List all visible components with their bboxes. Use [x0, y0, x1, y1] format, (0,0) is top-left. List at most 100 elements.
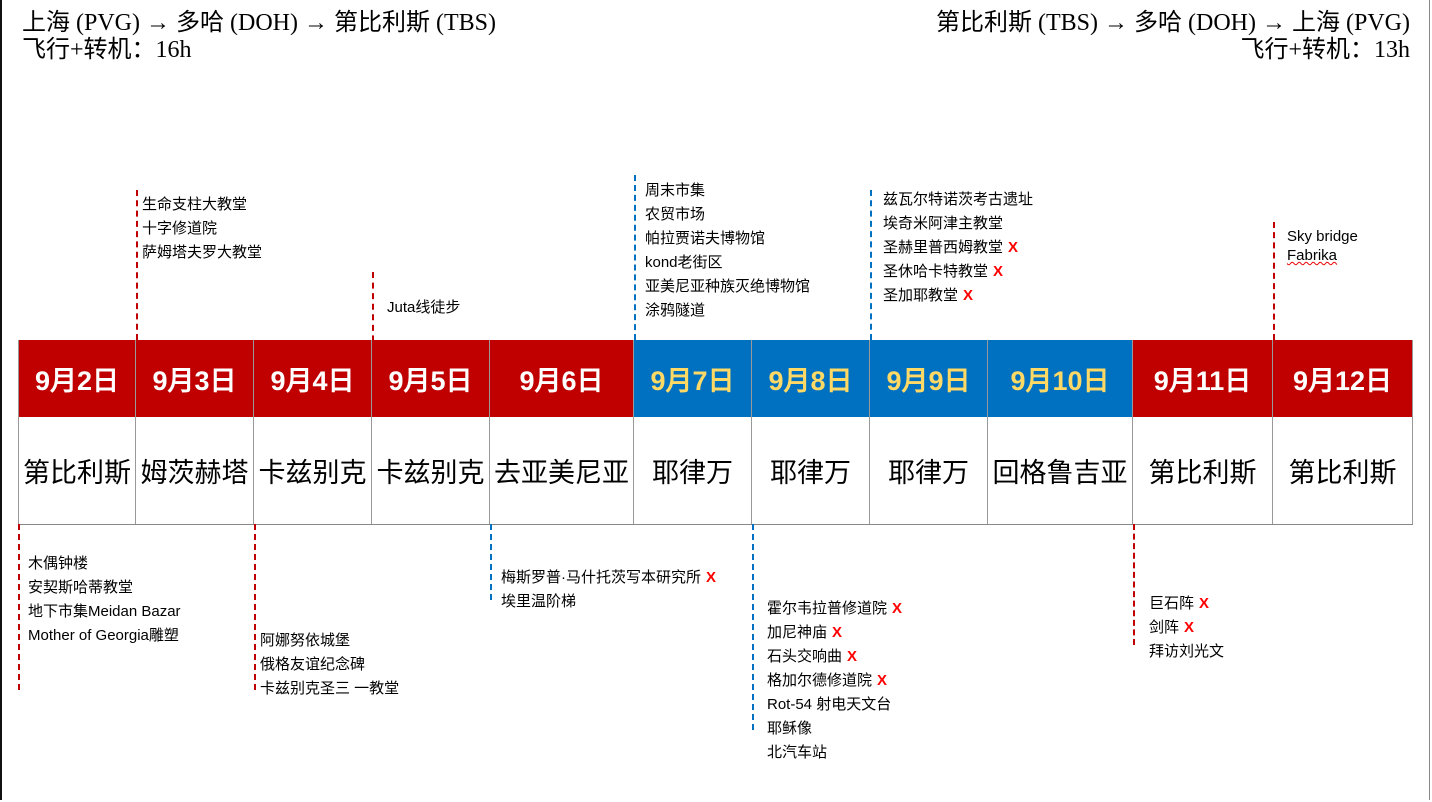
activity-name: 周末市集	[645, 182, 706, 199]
activity-list-top: Juta线徒步	[387, 296, 460, 320]
activity-name: 十字修道院	[142, 220, 218, 237]
connector-dashed-line	[490, 524, 492, 600]
activity-item: 埃奇米阿津主教堂	[883, 212, 1033, 236]
activity-name: kond老街区	[645, 254, 723, 271]
return-flight: 第比利斯 (TBS) → 多哈 (DOH) → 上海 (PVG) 飞行+转机：1…	[936, 10, 1410, 64]
cancelled-x-mark: X	[1199, 595, 1210, 612]
activity-item: 埃里温阶梯	[501, 590, 716, 614]
outbound-flight: 上海 (PVG) → 多哈 (DOH) → 第比利斯 (TBS) 飞行+转机：1…	[22, 10, 496, 64]
date-cell: 9月8日	[752, 340, 870, 417]
date-cell: 9月5日	[372, 340, 490, 417]
activity-name: Rot-54 射电天文台	[767, 696, 892, 713]
activity-item: 农贸市场	[645, 203, 810, 227]
activity-item: Rot-54 射电天文台	[767, 693, 902, 717]
activity-item: 十字修道院	[142, 217, 262, 241]
cancelled-x-mark: X	[892, 600, 903, 617]
date-cell: 9月4日	[254, 340, 372, 417]
connector-dashed-line	[752, 524, 754, 730]
activity-name: 拜访刘光文	[1149, 643, 1225, 660]
activity-item: 阿娜努依城堡	[260, 629, 399, 653]
cancelled-x-mark: X	[993, 263, 1004, 280]
activity-name: 埃里温阶梯	[501, 593, 577, 610]
cancelled-x-mark: X	[832, 624, 843, 641]
activity-item: 拜访刘光文	[1149, 640, 1224, 664]
connector-dashed-line	[136, 190, 138, 340]
date-cell: 9月7日	[634, 340, 752, 417]
activity-item: 木偶钟楼	[28, 552, 181, 576]
activity-name: Mother of Georgia雕塑	[28, 627, 179, 644]
activity-item: 安契斯哈蒂教堂	[28, 576, 181, 600]
return-route: 第比利斯 (TBS) → 多哈 (DOH) → 上海 (PVG)	[936, 10, 1410, 36]
activity-name: 北汽车站	[767, 744, 828, 761]
activity-name: 剑阵	[1149, 619, 1180, 636]
activity-name: 加尼神庙	[767, 624, 828, 641]
city-cell: 第比利斯	[18, 417, 136, 524]
activity-name: 帕拉贾诺夫博物馆	[645, 230, 766, 247]
activity-name: 亚美尼亚种族灭绝博物馆	[645, 278, 811, 295]
connector-dashed-line	[18, 524, 20, 690]
cancelled-x-mark: X	[847, 648, 858, 665]
activity-name: 木偶钟楼	[28, 555, 89, 572]
activity-name: Sky bridge	[1287, 228, 1358, 245]
activity-item: 地下市集Meidan Bazar	[28, 600, 181, 624]
date-cell: 9月12日	[1273, 340, 1413, 417]
connector-dashed-line	[634, 175, 636, 340]
outbound-duration: 飞行+转机：16h	[22, 37, 192, 63]
date-cell: 9月10日	[988, 340, 1133, 417]
date-cell: 9月6日	[490, 340, 634, 417]
activity-item: 卡兹别克圣三 一教堂	[260, 677, 399, 701]
activity-name: 圣加耶教堂	[883, 287, 959, 304]
activity-item: Fabrika	[1287, 246, 1358, 265]
city-cell: 姆茨赫塔	[136, 417, 254, 524]
city-cell: 卡兹别克	[254, 417, 372, 524]
outbound-route: 上海 (PVG) → 多哈 (DOH) → 第比利斯 (TBS)	[22, 10, 496, 36]
connector-dashed-line	[1273, 222, 1275, 340]
activity-name: Fabrika	[1287, 247, 1338, 264]
activity-list-top: 生命支柱大教堂十字修道院萨姆塔夫罗大教堂	[142, 193, 262, 265]
activity-item: 萨姆塔夫罗大教堂	[142, 241, 262, 265]
activity-name: 石头交响曲	[767, 648, 843, 665]
activity-name: 兹瓦尔特诺茨考古遗址	[883, 191, 1034, 208]
city-cell: 耶律万	[752, 417, 870, 524]
activity-item: 生命支柱大教堂	[142, 193, 262, 217]
activity-item: 兹瓦尔特诺茨考古遗址	[883, 188, 1033, 212]
activity-item: 俄格友谊纪念碑	[260, 653, 399, 677]
activity-name: 圣休哈卡特教堂	[883, 263, 989, 280]
connector-dashed-line	[372, 272, 374, 352]
city-cell: 第比利斯	[1273, 417, 1413, 524]
cancelled-x-mark: X	[963, 287, 974, 304]
activity-name: 俄格友谊纪念碑	[260, 656, 366, 673]
activity-name: 生命支柱大教堂	[142, 196, 248, 213]
activity-name: 耶稣像	[767, 720, 813, 737]
city-cell: 卡兹别克	[372, 417, 490, 524]
return-duration: 飞行+转机：13h	[1240, 37, 1410, 63]
date-cell: 9月3日	[136, 340, 254, 417]
activity-item: 耶稣像	[767, 717, 902, 741]
cancelled-x-mark: X	[1184, 619, 1195, 636]
activity-name: 巨石阵	[1149, 595, 1195, 612]
activity-item: Juta线徒步	[387, 296, 460, 320]
cancelled-x-mark: X	[1008, 239, 1019, 256]
date-cell: 9月9日	[870, 340, 988, 417]
connector-dashed-line	[1133, 524, 1135, 645]
city-cell: 去亚美尼亚	[490, 417, 634, 524]
activity-item: 帕拉贾诺夫博物馆	[645, 227, 810, 251]
activity-name: 卡兹别克圣三 一教堂	[260, 680, 400, 697]
activity-name: 阿娜努依城堡	[260, 632, 351, 649]
activity-name: 梅斯罗普·马什托茨写本研究所	[501, 569, 701, 586]
